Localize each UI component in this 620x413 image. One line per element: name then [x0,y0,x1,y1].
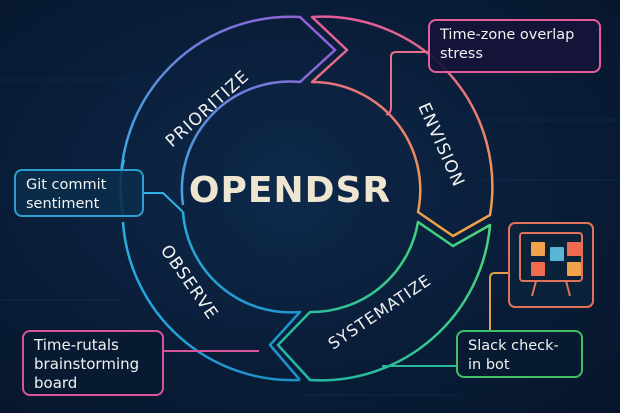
sticky-note [531,262,545,276]
diagram-title: OPENDSR [188,170,392,211]
segment-systematize [276,220,492,382]
callout-git-commit-sentiment: Git commit sentiment [14,169,144,217]
sticky-note [531,242,545,256]
callout-brainstorming-board: Time-rutals brainstorming board [22,330,164,396]
board-frame [519,232,583,282]
sticky-note [550,247,564,261]
kanban-board-icon-box [508,222,594,308]
kanban-board-icon [519,232,583,297]
sticky-note [567,262,581,276]
stage-label-envision: ENVISION [413,100,468,190]
background-grid [0,79,620,396]
stage-label-systematize: SYSTEMATIZE [325,270,435,353]
board-leg-right [565,280,571,297]
segment-prioritize [119,15,337,216]
connector-git-upper [121,159,125,170]
segment-observe [121,211,302,382]
board-leg-left [531,280,537,297]
connector-board-icon [489,272,508,330]
connector-git [144,192,184,213]
segment-envision [310,15,494,238]
callout-time-zone-overlap-stress: Time-zone overlap stress [428,19,601,73]
sticky-note [567,242,581,256]
center-disc [184,84,396,296]
callout-slack-check-in-bot: Slack check- in bot [456,330,583,378]
connector-tz [385,51,428,116]
